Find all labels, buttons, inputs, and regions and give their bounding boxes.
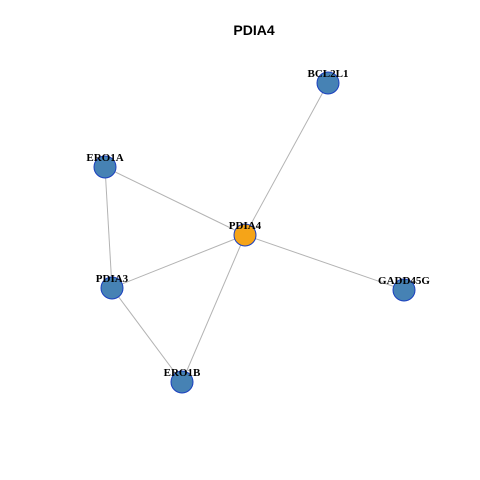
node-bcl2l1[interactable] [316,71,340,95]
graph-title: PDIA4 [233,22,274,38]
edge-layer [104,82,405,383]
edge-pdia4-ero1b [181,234,246,383]
node-gadd45g[interactable] [392,278,416,302]
node-label-gadd45g: GADD45G [378,275,430,287]
edge-pdia4-bcl2l1 [244,82,329,236]
edge-pdia4-gadd45g [244,234,405,291]
edge-pdia4-ero1a [104,166,246,236]
node-ero1a[interactable] [93,155,117,179]
edge-pdia4-pdia3 [111,234,246,289]
node-pdia3[interactable] [100,276,124,300]
node-label-pdia3: PDIA3 [96,273,129,285]
node-label-pdia4: PDIA4 [229,220,262,232]
node-label-ero1a: ERO1A [86,152,123,164]
node-label-ero1b: ERO1B [164,367,201,379]
node-ero1b[interactable] [170,370,194,394]
node-pdia4[interactable] [233,223,257,247]
edge-ero1a-pdia3 [104,166,113,289]
edge-pdia3-ero1b [111,287,183,383]
node-label-bcl2l1: BCL2L1 [308,68,349,80]
node-layer [93,71,416,394]
